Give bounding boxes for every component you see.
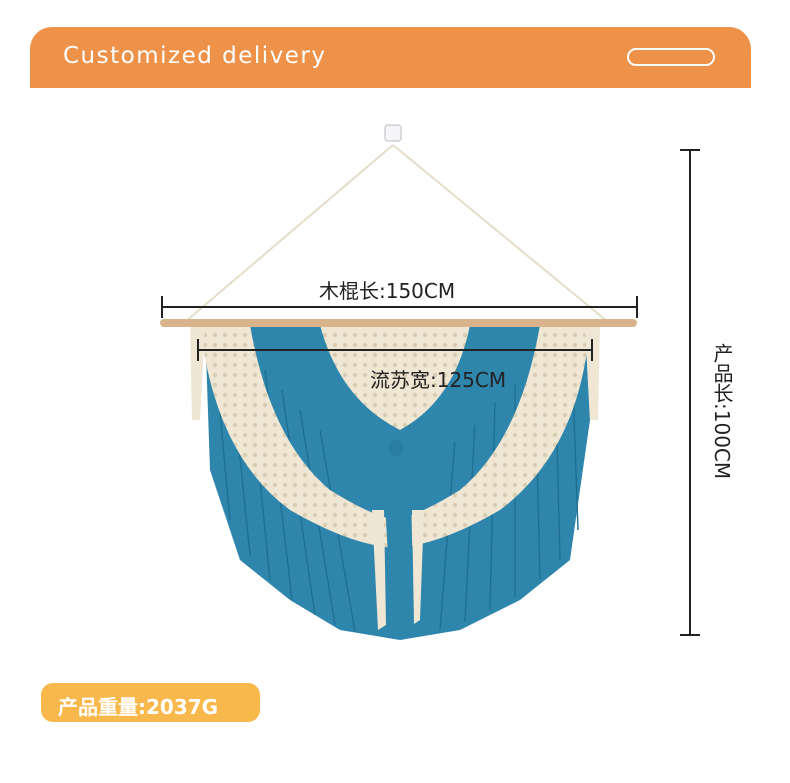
hanging-string: [184, 144, 609, 323]
wooden-rod: [160, 319, 637, 327]
fringe-width-dimension-line: [197, 339, 593, 361]
fringe-width-label: 流苏宽:125CM: [370, 368, 507, 392]
header-title: Customized delivery: [63, 43, 327, 69]
right-side-tassel: [585, 325, 600, 420]
header-banner: Customized delivery: [30, 27, 751, 88]
blue-fringe-inner-v: [265, 325, 530, 470]
weight-badge: 产品重量:2037G: [41, 683, 260, 722]
product-length-label: 产品长:100CM: [710, 343, 734, 480]
center-knotted-panel: [320, 325, 470, 430]
center-blue-tassel: [382, 445, 414, 640]
wall-hook-icon: [384, 124, 402, 142]
header-pill-decoration: [627, 48, 715, 66]
center-knot: [388, 440, 404, 456]
rod-length-dimension-line: [161, 296, 638, 318]
center-cream-tassel-left: [372, 510, 386, 630]
cream-knotted-band: [200, 325, 590, 548]
center-cream-tassel-right: [412, 510, 424, 624]
left-side-tassel: [190, 325, 205, 420]
weight-label: 产品重量:2037G: [58, 695, 219, 719]
product-length-dimension-line: [680, 149, 700, 636]
rod-length-label: 木棍长:150CM: [319, 279, 456, 303]
